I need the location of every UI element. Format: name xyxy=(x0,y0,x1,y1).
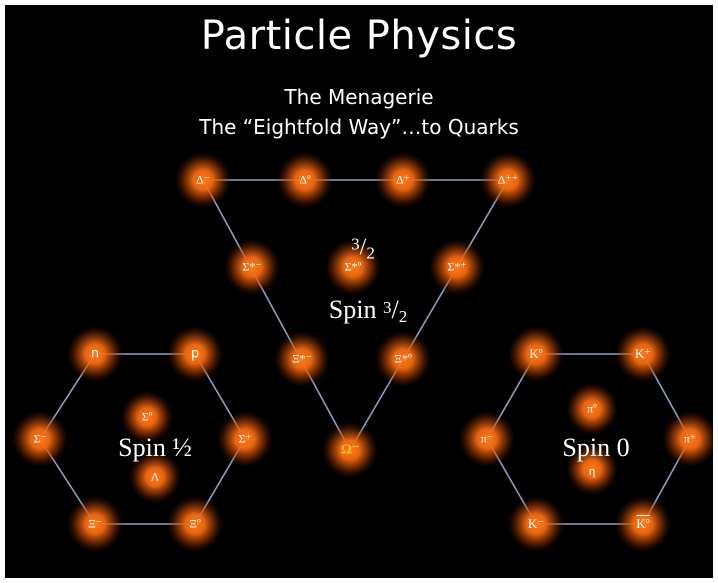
particle-omega-minus: Ω⁻ xyxy=(340,442,360,458)
particle-p: p xyxy=(190,346,200,362)
fraction-numerator: 3 xyxy=(351,234,360,254)
glow-xi-star-minus xyxy=(274,331,330,387)
particle-k-zero: Kº xyxy=(529,346,543,361)
decuplet-spin-text: Spin xyxy=(328,295,383,324)
glow-k-zero xyxy=(508,326,564,382)
particle-delta-plusplus: Δ⁺⁺ xyxy=(497,172,519,187)
subtitle-menagerie: The Menagerie xyxy=(284,85,434,109)
page-title: Particle Physics xyxy=(200,13,518,59)
particle-n: n xyxy=(90,346,100,362)
particle-glows xyxy=(12,152,713,552)
particle-sigma-zero: Σº xyxy=(141,409,153,424)
decuplet-left-edge xyxy=(202,179,351,451)
glow-delta-minus xyxy=(175,152,231,208)
glow-omega-minus xyxy=(322,422,378,478)
particle-eta: η xyxy=(588,463,596,478)
particle-k-zero-bar: Kº xyxy=(636,516,650,531)
glow-sigma-plus xyxy=(217,411,273,467)
particle-pi-zero: πº xyxy=(587,401,597,416)
glow-sigma-star-minus xyxy=(224,239,280,295)
decuplet-right-edge xyxy=(349,179,509,451)
glow-pi-minus xyxy=(459,411,515,467)
glow-sigma-zero xyxy=(121,391,173,443)
glow-p xyxy=(167,326,223,382)
glow-k-zero-bar xyxy=(615,496,671,552)
particle-delta-zero: Δº xyxy=(299,172,311,187)
glow-k-plus xyxy=(615,326,671,382)
particle-xi-star-zero: Ξ*º xyxy=(394,351,412,366)
glow-n xyxy=(67,326,123,382)
glow-xi-star-zero xyxy=(375,331,431,387)
particle-pi-plus: π⁺ xyxy=(683,431,697,446)
decuplet-lines xyxy=(202,179,509,451)
glow-k-minus xyxy=(508,496,564,552)
particle-delta-plus: Δ⁺ xyxy=(395,172,411,187)
fraction-denominator: 2 xyxy=(366,243,375,263)
glow-delta-plusplus xyxy=(480,152,536,208)
glow-sigma-star-plus xyxy=(429,239,485,295)
baryon-octet-spin-label: Spin ½ xyxy=(118,433,192,462)
particle-xi-star-minus: Ξ*⁻ xyxy=(291,351,313,366)
particle-sigma-star-zero: Σ*º xyxy=(344,259,362,274)
glow-sigma-minus xyxy=(12,411,68,467)
glow-delta-zero xyxy=(277,152,333,208)
particle-k-plus: K⁺ xyxy=(634,346,652,361)
decuplet-spin-label: Spin 3/2 xyxy=(328,295,408,326)
decuplet-spin-fraction: 3/2 xyxy=(351,234,375,263)
glow-pi-zero xyxy=(566,383,618,435)
diagram-canvas xyxy=(12,152,713,552)
subtitle-eightfold-way: The “Eightfold Way”…to Quarks xyxy=(199,115,519,139)
particle-lambda: Λ xyxy=(150,469,160,484)
glow-delta-plus xyxy=(375,152,431,208)
particle-sigma-minus: Σ⁻ xyxy=(33,431,47,446)
glow-pi-plus xyxy=(662,411,713,467)
glow-xi-minus xyxy=(67,496,123,552)
glow-sigma-star-zero xyxy=(325,239,381,295)
decuplet-spin-numerator: 3 xyxy=(382,298,392,317)
particle-xi-zero: Ξº xyxy=(189,516,201,531)
decuplet-spin-denominator: 2 xyxy=(398,307,408,326)
particle-delta-minus: Δ⁻ xyxy=(195,172,211,187)
particle-k-minus: K⁻ xyxy=(527,516,545,531)
glow-lambda xyxy=(129,451,181,503)
particle-pi-minus: π⁻ xyxy=(480,431,494,446)
glow-eta xyxy=(566,443,618,495)
particle-sigma-star-plus: Σ*⁺ xyxy=(447,259,467,274)
particle-sigma-plus: Σ⁺ xyxy=(238,431,252,446)
glow-xi-zero xyxy=(167,496,223,552)
particle-xi-minus: Ξ⁻ xyxy=(87,516,103,531)
particle-sigma-star-minus: Σ*⁻ xyxy=(242,259,262,274)
meson-octet-spin-label: Spin 0 xyxy=(562,433,630,462)
slide: Particle Physics The Menagerie The “Eigh… xyxy=(5,5,713,578)
